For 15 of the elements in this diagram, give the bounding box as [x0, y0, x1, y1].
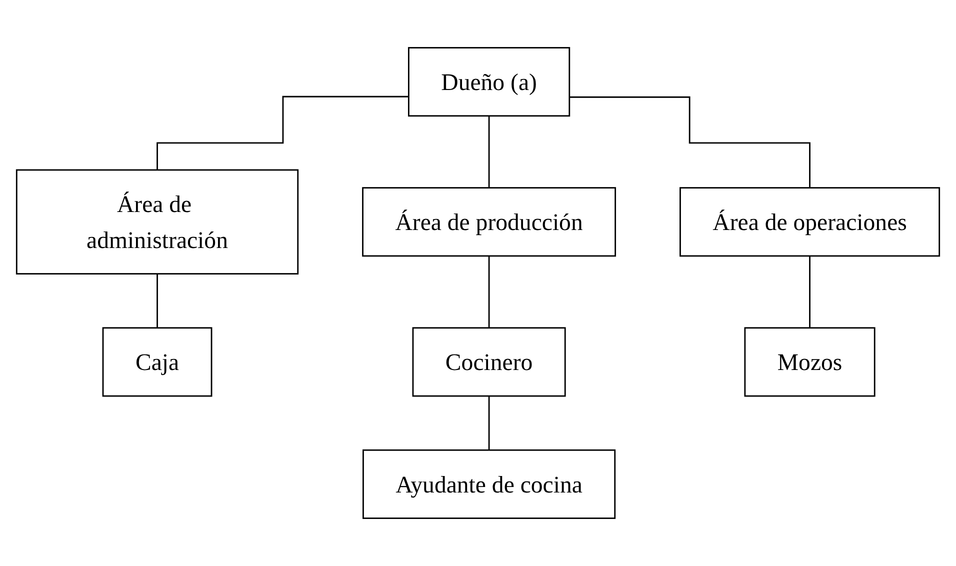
node-box: Cocinero [412, 327, 566, 397]
connector [156, 273, 158, 329]
connector [488, 255, 490, 329]
connector [488, 395, 490, 451]
node-box: Caja [102, 327, 212, 397]
connector [809, 255, 810, 329]
node-box: Mozos [744, 327, 876, 397]
connector [569, 96, 810, 189]
node-box: Área de operaciones [680, 187, 940, 257]
node-box: Dueño (a) [408, 47, 570, 117]
node-box: Área de producción [362, 187, 616, 257]
connector [156, 96, 409, 171]
node-box: Ayudante de cocina [362, 449, 616, 519]
node-box: Área de administración [16, 169, 299, 274]
connector [488, 115, 490, 189]
